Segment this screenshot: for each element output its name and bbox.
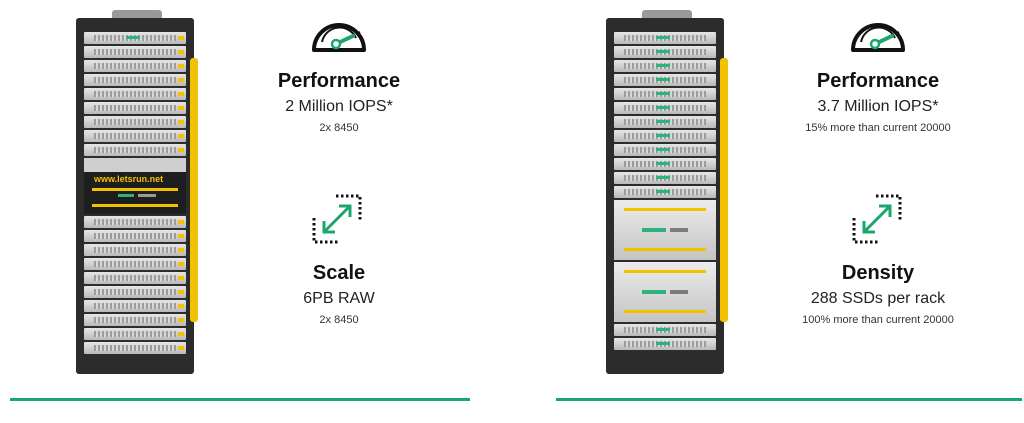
expand-arrows-icon	[852, 194, 902, 244]
right-panel: Performance 3.7 Million IOPS* 15% more t…	[512, 0, 1024, 423]
metric-value: 288 SSDs per rack	[810, 290, 946, 307]
server-unit	[84, 130, 186, 142]
rack-top-cap	[112, 10, 162, 18]
rack-side-stripe	[190, 58, 198, 322]
metric-value: 6PB RAW	[303, 290, 375, 307]
server-unit	[84, 74, 186, 86]
server-unit	[84, 116, 186, 128]
green-divider	[556, 398, 1022, 401]
controller-unit: www.letsrun.net	[84, 158, 186, 214]
metric-note: 100% more than current 20000	[802, 314, 954, 326]
server-unit	[84, 32, 186, 44]
server-unit	[84, 342, 186, 354]
expand-arrows-icon	[312, 194, 362, 244]
server-unit	[84, 102, 186, 114]
metric-title: Performance	[816, 70, 940, 92]
server-unit	[84, 144, 186, 156]
metric-value: 3.7 Million IOPS*	[817, 98, 939, 115]
server-unit	[614, 324, 716, 336]
server-unit	[84, 328, 186, 340]
server-unit	[614, 338, 716, 350]
server-unit	[84, 300, 186, 312]
server-unit	[614, 88, 716, 100]
green-divider	[10, 398, 470, 401]
server-unit	[84, 286, 186, 298]
server-unit	[614, 172, 716, 184]
server-unit	[614, 102, 716, 114]
server-unit	[84, 230, 186, 242]
metric-value: 2 Million IOPS*	[285, 98, 393, 115]
server-unit	[84, 314, 186, 326]
metric-title: Scale	[312, 262, 366, 284]
rack-units: www.letsrun.net	[84, 32, 186, 356]
server-unit	[84, 60, 186, 72]
server-unit	[84, 272, 186, 284]
server-unit	[84, 216, 186, 228]
rack-cabinet	[606, 18, 724, 374]
metric-note: 2x 8450	[319, 122, 359, 134]
server-unit	[84, 46, 186, 58]
storage-enclosure	[614, 262, 716, 322]
server-unit	[84, 88, 186, 100]
speedometer-icon	[312, 23, 366, 52]
server-unit	[614, 74, 716, 86]
rack-top-cap	[642, 10, 692, 18]
server-unit	[614, 186, 716, 198]
speedometer-icon	[851, 23, 905, 52]
rack-units	[614, 32, 716, 352]
storage-enclosure	[614, 200, 716, 260]
watermark-text: www.letsrun.net	[94, 174, 164, 184]
left-panel: www.letsrun.net	[10, 10, 470, 401]
server-unit	[614, 144, 716, 156]
server-unit	[614, 60, 716, 72]
metric-title: Performance	[277, 70, 401, 92]
metric-note: 2x 8450	[319, 314, 359, 326]
rack-side-stripe	[720, 58, 728, 322]
rack-cabinet: www.letsrun.net	[76, 18, 194, 374]
server-unit	[84, 244, 186, 256]
server-unit	[614, 46, 716, 58]
server-unit	[614, 32, 716, 44]
server-unit	[614, 130, 716, 142]
metric-title: Density	[841, 262, 915, 284]
metric-note: 15% more than current 20000	[805, 122, 951, 134]
server-unit	[614, 116, 716, 128]
server-unit	[614, 158, 716, 170]
server-unit	[84, 258, 186, 270]
